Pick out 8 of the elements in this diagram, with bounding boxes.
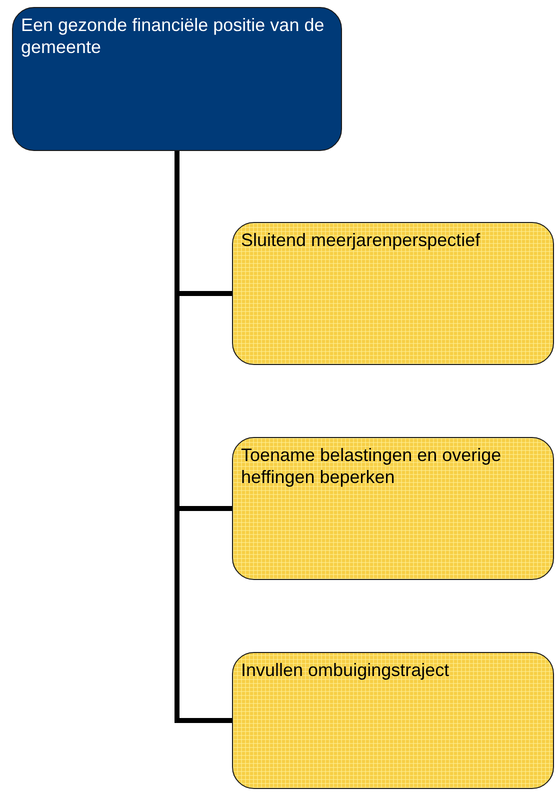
- box-text: Invullen ombuigingstraject: [241, 659, 450, 681]
- box-text: Een gezonde financiële positie van de gemeente: [21, 14, 326, 58]
- subgoal-box: [232, 652, 554, 789]
- subgoal-box: [232, 222, 554, 365]
- box-text: Toename belastingen en overige heffingen beperken: [241, 444, 502, 488]
- subgoal-box: [232, 437, 554, 580]
- goal-box: [12, 7, 342, 151]
- box-text: Sluitend meerjarenperspectief: [241, 229, 482, 251]
